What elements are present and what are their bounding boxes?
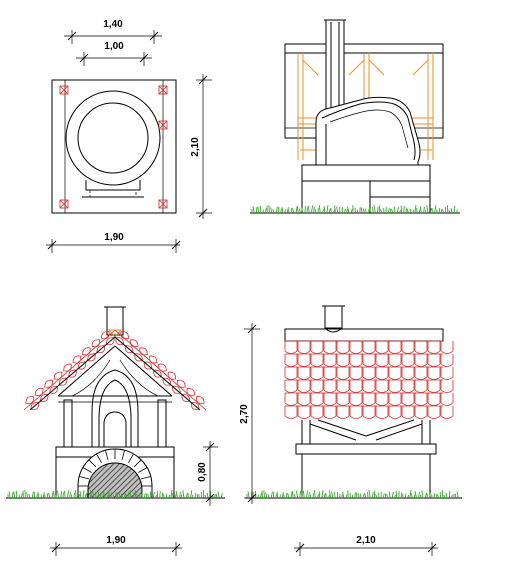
plan-dome-inner [77, 102, 149, 174]
plan-dim-top-inner: 1,00 [76, 41, 152, 66]
plan-dim-top-outer-label: 1,40 [103, 19, 123, 30]
plan-outline [51, 79, 177, 214]
section-base-top [301, 164, 431, 182]
section-view [250, 19, 460, 214]
side-base-top [295, 443, 437, 455]
side-roof-tiles [284, 340, 454, 419]
front-dim-right-label: 0,80 [197, 462, 208, 482]
plan-dim-bottom-label: 1,90 [104, 232, 124, 243]
plan-dim-top-outer: 1,40 [64, 19, 162, 44]
plan-post-marks [59, 85, 168, 209]
side-roof-ridge [284, 328, 444, 342]
side-dim-bottom-label: 2,10 [356, 535, 376, 546]
plan-dim-right: 2,10 [190, 74, 212, 219]
front-dim-right: 0,80 [197, 441, 218, 506]
section-ground [250, 204, 460, 214]
front-dim-bottom-label: 1,90 [106, 535, 126, 546]
plan-dim-top-inner-label: 1,00 [104, 41, 124, 52]
plan-dome-outer [65, 90, 161, 186]
front-roof-tiles [23, 329, 207, 411]
front-view: 0,80 1,90 [6, 306, 225, 556]
section-oven-body [315, 96, 421, 166]
side-dim-bottom: 2,10 [294, 535, 438, 556]
plan-dim-bottom: 1,90 [46, 232, 181, 253]
side-chimney [324, 305, 343, 329]
side-dim-left-label: 2,70 [239, 404, 250, 424]
side-view: 2,70 2,10 [239, 305, 462, 556]
plan-dim-right-label: 2,10 [190, 137, 201, 157]
front-wood-arch [77, 448, 153, 499]
front-dim-bottom: 1,90 [50, 535, 182, 556]
side-dim-left: 2,70 [239, 323, 260, 504]
plan-view: 1,40 1,00 [46, 19, 212, 253]
section-chimney [324, 19, 346, 119]
